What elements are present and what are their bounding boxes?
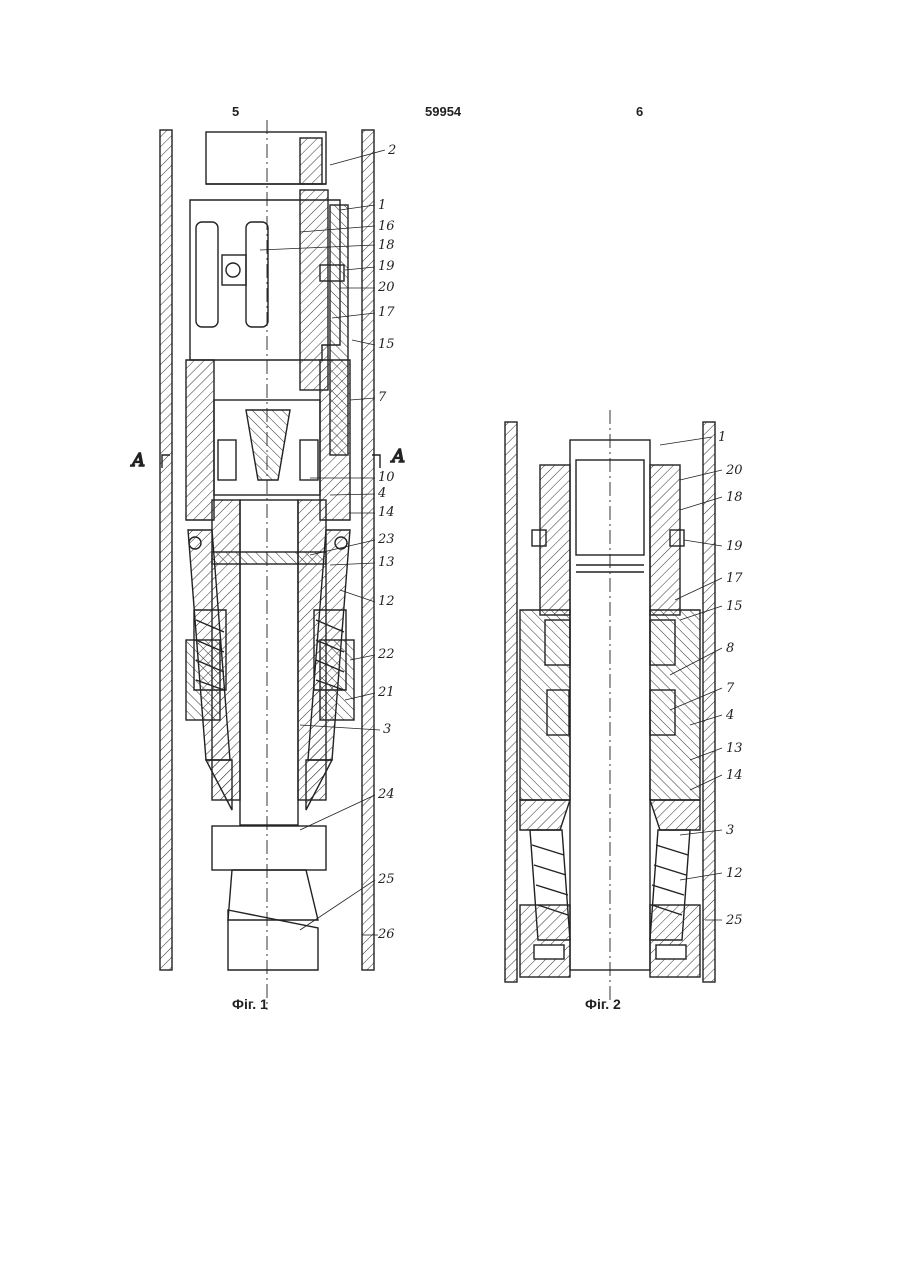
fig1-label-20: 20 [377, 280, 395, 295]
fig2-label-3: 3 [726, 823, 734, 838]
fig2-label-8: 8 [726, 641, 734, 656]
fig1-section-left: A [130, 450, 145, 471]
fig1-label-12: 12 [378, 594, 395, 609]
fig1-label-17: 17 [378, 305, 395, 320]
fig2-casing-wall-left [505, 422, 517, 982]
figure-1-drawing: A A [130, 120, 405, 1010]
fig2-label-17: 17 [726, 571, 743, 586]
fig1-label-16: 16 [378, 219, 395, 234]
fig1-body-left [186, 360, 214, 520]
fig2-label-14: 14 [726, 768, 743, 783]
figure-2-drawing [505, 410, 722, 1000]
fig1-label-23: 23 [377, 532, 395, 547]
figure-2-labels: 1 20 18 19 17 15 8 7 4 13 14 3 12 25 [718, 430, 743, 928]
fig2-label-1: 1 [718, 430, 726, 445]
fig2-label-20: 20 [725, 463, 743, 478]
fig1-section-right: A [390, 446, 405, 467]
fig2-label-18: 18 [726, 490, 743, 505]
fig1-window-left [196, 222, 218, 327]
fig1-casing-wall-left [160, 130, 172, 970]
fig1-label-15: 15 [378, 337, 395, 352]
fig2-label-25: 25 [725, 913, 743, 928]
fig2-label-15: 15 [726, 599, 743, 614]
fig2-label-19: 19 [726, 539, 743, 554]
fig1-body-right [320, 360, 350, 520]
fig1-label-1: 1 [378, 198, 386, 213]
fig1-label-13: 13 [378, 555, 395, 570]
fig1-label-25: 25 [377, 872, 395, 887]
fig1-label-4: 4 [377, 486, 386, 501]
fig1-label-19: 19 [378, 259, 395, 274]
fig1-casing-wall-right [362, 130, 374, 970]
fig1-label-24: 24 [377, 787, 395, 802]
fig2-label-12: 12 [726, 866, 743, 881]
fig1-caption: Фіг. 1 [232, 996, 268, 1012]
fig2-body-right [650, 465, 680, 615]
fig2-label-13: 13 [726, 741, 743, 756]
fig1-mandrel [240, 500, 298, 825]
fig1-label-7: 7 [378, 390, 387, 405]
fig1-label-14: 14 [378, 505, 395, 520]
fig1-label-18: 18 [378, 238, 395, 253]
fig2-label-7: 7 [726, 681, 735, 696]
fig1-label-22: 22 [377, 647, 395, 662]
fig2-body-left [540, 465, 570, 615]
fig1-label-2: 2 [387, 143, 396, 158]
fig2-caption: Фіг. 2 [585, 996, 621, 1012]
fig2-label-4: 4 [725, 708, 734, 723]
fig1-window-right [246, 222, 268, 327]
fig1-bottom-tool [228, 910, 318, 970]
fig1-collar [212, 826, 326, 870]
figure-1-labels: 2 1 16 18 19 20 17 15 7 10 4 14 23 13 12… [377, 143, 396, 942]
fig2-casing-wall-right [703, 422, 715, 982]
fig1-cone [246, 410, 290, 480]
fig1-label-3: 3 [383, 722, 391, 737]
fig1-label-26: 26 [377, 927, 395, 942]
fig1-label-10: 10 [378, 470, 395, 485]
fig1-label-21: 21 [377, 685, 395, 700]
